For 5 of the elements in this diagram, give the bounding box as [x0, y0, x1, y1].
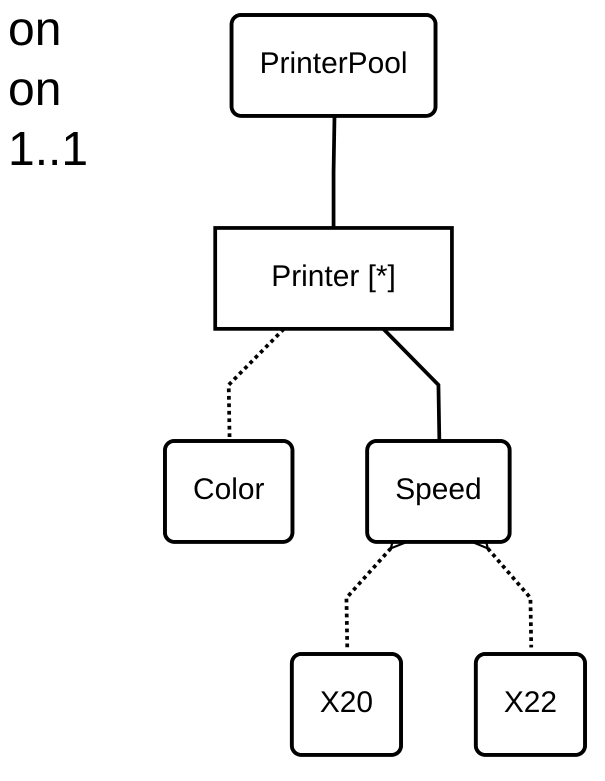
text-label: on	[8, 62, 62, 118]
text-label: on	[8, 2, 62, 58]
node-box: Printer [*]	[213, 226, 454, 331]
text-label: 1..1	[8, 122, 88, 178]
connector	[332, 116, 336, 228]
